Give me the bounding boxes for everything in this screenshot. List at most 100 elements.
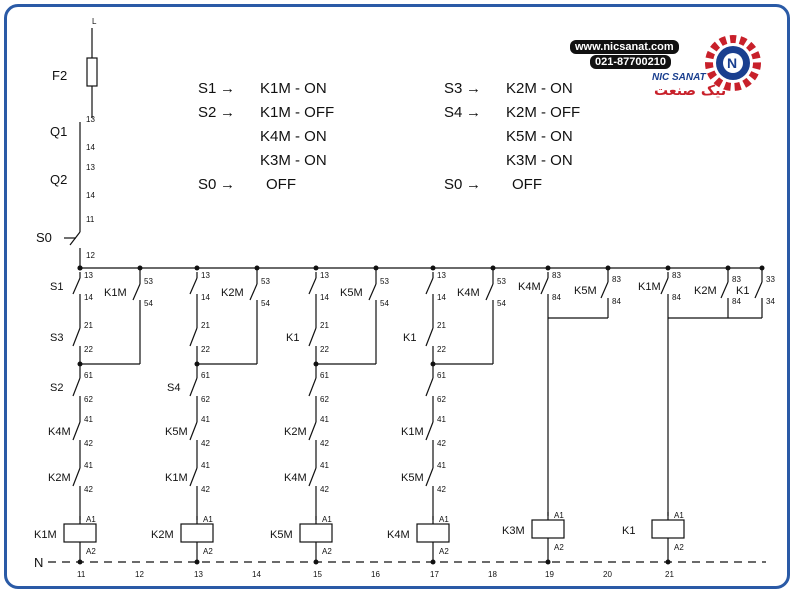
legend-row: S1→K1M - ON xyxy=(198,80,327,97)
pin-number: 61 xyxy=(201,371,210,380)
node-number: 15 xyxy=(313,570,322,579)
contact xyxy=(308,467,317,487)
contact-label: K2M xyxy=(694,285,717,297)
arrow-right-icon: → xyxy=(466,176,481,193)
legend-key: S1 xyxy=(198,80,217,97)
node xyxy=(665,265,671,271)
legend-row: S0→OFF xyxy=(444,176,542,193)
legend-action: OFF xyxy=(266,176,296,193)
pin-number: 42 xyxy=(437,485,446,494)
label-Q2: Q2 xyxy=(50,172,67,187)
pin-number: 13 xyxy=(84,271,93,280)
coil xyxy=(180,523,214,543)
pin-number: A2 xyxy=(554,543,564,552)
pin-number: 14 xyxy=(84,293,93,302)
pin-number: 13 xyxy=(320,271,329,280)
pin-number: 41 xyxy=(437,415,446,424)
node xyxy=(759,265,765,271)
node-number: 19 xyxy=(545,570,554,579)
pin-number: 61 xyxy=(320,371,329,380)
contact-label: K1M xyxy=(638,281,661,293)
legend-action: K3M - ON xyxy=(506,152,573,169)
legend-action: K1M - ON xyxy=(260,80,327,97)
contact-label: K5M xyxy=(574,285,597,297)
pin-number: 62 xyxy=(320,395,329,404)
coil xyxy=(531,519,565,539)
contact xyxy=(72,277,81,295)
node xyxy=(194,559,200,565)
coil xyxy=(651,519,685,539)
brand-name-fa: نیک صنعت xyxy=(654,83,727,99)
pin-number: 53 xyxy=(380,277,389,286)
contact-label: S2 xyxy=(50,382,63,394)
pin-number: 61 xyxy=(84,371,93,380)
pin-number: 34 xyxy=(766,297,775,306)
legend-key: S0 xyxy=(444,176,463,193)
pin-number: 83 xyxy=(552,271,561,280)
contact xyxy=(600,281,609,299)
node xyxy=(194,265,200,271)
pin: 11 xyxy=(86,215,95,224)
frame-border xyxy=(4,4,790,589)
contact-label: K5M xyxy=(340,287,363,299)
contact-label: K1 xyxy=(403,332,416,344)
pin-number: 42 xyxy=(84,439,93,448)
pin-number: 42 xyxy=(437,439,446,448)
legend-action: K2M - OFF xyxy=(506,104,581,121)
label-S0: S0 xyxy=(36,230,52,245)
pin-number: A2 xyxy=(203,547,213,556)
svg-text:N: N xyxy=(727,55,737,71)
contact-label: K1 xyxy=(286,332,299,344)
contact-label: K2M xyxy=(284,426,307,438)
contact xyxy=(132,283,141,301)
contact-label: K4M xyxy=(48,426,71,438)
label-Q1: Q1 xyxy=(50,124,67,139)
pin-number: 62 xyxy=(84,395,93,404)
contact xyxy=(72,421,81,441)
pin-number: 22 xyxy=(84,345,93,354)
coil xyxy=(416,523,450,543)
arrow-right-icon: → xyxy=(220,104,235,121)
contact-label: K4M xyxy=(457,287,480,299)
contact-label: S1 xyxy=(50,281,63,293)
label-F2: F2 xyxy=(52,68,67,83)
contact xyxy=(189,421,198,441)
contact xyxy=(425,377,434,397)
contact xyxy=(189,467,198,487)
contact-label: K1M xyxy=(104,287,127,299)
coil-label: K1 xyxy=(622,525,635,537)
node-number: 11 xyxy=(77,570,86,579)
pin-number: 41 xyxy=(437,461,446,470)
pin-number: 42 xyxy=(201,485,210,494)
pin-number: 42 xyxy=(320,485,329,494)
legend-key: S2 xyxy=(198,104,217,121)
label-L: L xyxy=(92,17,97,26)
brand-name-en: NIC SANAT xyxy=(652,72,706,83)
node xyxy=(725,265,731,271)
contact xyxy=(425,467,434,487)
pin-number: 41 xyxy=(320,461,329,470)
pin-number: 21 xyxy=(201,321,210,330)
node xyxy=(373,265,379,271)
legend-key: S0 xyxy=(198,176,217,193)
contact xyxy=(308,327,317,347)
pin-number: 54 xyxy=(144,299,153,308)
pin-number: 41 xyxy=(84,415,93,424)
contact xyxy=(72,327,81,347)
node xyxy=(313,361,319,367)
pin-number: 54 xyxy=(261,299,270,308)
contact xyxy=(425,327,434,347)
pin-number: 83 xyxy=(672,271,681,280)
legend-key: S4 xyxy=(444,104,463,121)
pin: 12 xyxy=(86,251,95,260)
legend-action: K4M - ON xyxy=(260,128,327,145)
pin-number: 13 xyxy=(437,271,446,280)
pin-number: 83 xyxy=(732,275,741,284)
pin-number: 84 xyxy=(552,293,561,302)
pin-number: A1 xyxy=(674,511,684,520)
coil xyxy=(63,523,97,543)
coil-label: K3M xyxy=(502,525,525,537)
pin: 14 xyxy=(86,191,95,200)
